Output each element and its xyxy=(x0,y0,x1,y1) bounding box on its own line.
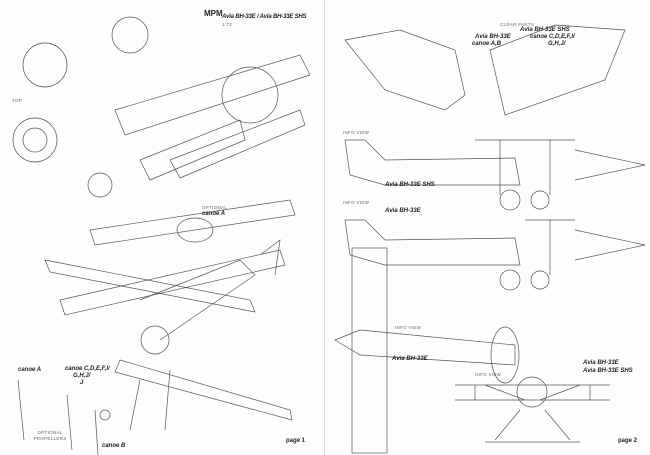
variant-right-label: Avia BH-33E SHS xyxy=(520,27,570,33)
page-number: page 2 xyxy=(618,438,638,444)
canoe-ghj-label: G,H,J/ xyxy=(73,373,91,379)
canoe-j-label: J xyxy=(80,380,84,386)
info-view-label: INFO VIEW xyxy=(343,130,370,135)
side-view-shs-label: Avia BH-33E SHS xyxy=(385,182,435,188)
clear-parts-label: CLEAR PARTS xyxy=(500,22,535,27)
front-view-shs-label: Avia BH-33E SHS xyxy=(583,368,633,374)
canoe-b-label: canoe B xyxy=(102,443,126,449)
profile-views-drawing xyxy=(334,24,646,454)
top-label: TOP xyxy=(12,98,23,103)
kit-title: Avia BH-33E / Avia BH-33E SHS xyxy=(222,14,307,20)
exploded-assembly-drawing xyxy=(12,16,311,455)
info-view-label: INFO VIEW xyxy=(475,372,502,377)
brand-logo: MPM xyxy=(204,9,223,18)
page-number: page 1 xyxy=(286,438,306,444)
variant-left-label: Avia BH-33E xyxy=(475,34,511,40)
kit-scale: 1:72 xyxy=(222,22,232,27)
optional-label: OPTIONAL xyxy=(202,205,228,210)
instruction-page-2: CLEAR PARTS Avia BH-33E canoe A,B Avia B… xyxy=(325,0,650,455)
top-view-label: Avia BH-33E xyxy=(392,356,428,362)
canoe-cdefi-label: canoe C,D,E,F,I/ xyxy=(530,34,575,40)
instruction-page-1: MPM Avia BH-33E / Avia BH-33E SHS 1:72 T… xyxy=(12,0,325,455)
canoe-a-optional-label: canoe A xyxy=(202,211,226,217)
optional-propellers-label: OPTIONAL PROPELLERS xyxy=(33,430,67,441)
canoe-ab-label: canoe A,B xyxy=(472,41,502,47)
front-view-label: Avia BH-33E xyxy=(583,360,619,366)
side-view-label: Avia BH-33E xyxy=(385,208,421,214)
info-view-label: INFO VIEW xyxy=(343,200,370,205)
canoe-a-label: canoe A xyxy=(18,367,42,373)
canoe-cdefi-label: canoe C,D,E,F,I/ xyxy=(65,366,110,372)
info-view-label: INFO VIEW xyxy=(395,325,422,330)
canoe-ghj-label: G,H,J/ xyxy=(548,41,566,47)
